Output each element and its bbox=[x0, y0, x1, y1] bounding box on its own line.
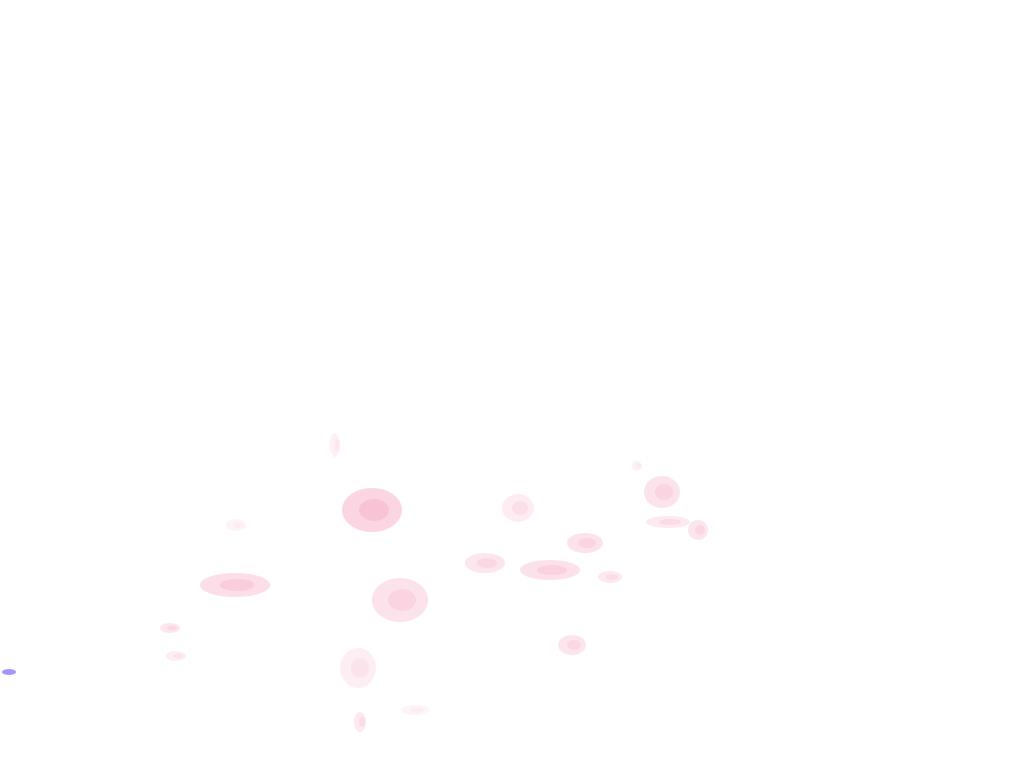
precip-core bbox=[351, 658, 369, 678]
precip-cell bbox=[342, 488, 402, 532]
precip-cell bbox=[567, 533, 603, 553]
precip-core bbox=[359, 499, 389, 521]
precip-cell bbox=[330, 433, 340, 457]
precip-cell bbox=[340, 648, 376, 688]
precip-core bbox=[659, 519, 681, 525]
precip-cell bbox=[354, 712, 366, 732]
precip-core bbox=[219, 579, 255, 591]
precip-cell bbox=[646, 516, 690, 528]
precip-cell bbox=[632, 461, 642, 471]
precip-cell bbox=[465, 553, 505, 573]
precipitation-cells bbox=[2, 433, 708, 732]
precip-cell bbox=[644, 476, 680, 508]
precip-core bbox=[167, 625, 177, 631]
precip-core bbox=[512, 501, 528, 515]
precip-core bbox=[233, 522, 243, 528]
precip-cell bbox=[520, 560, 580, 580]
precip-cell bbox=[200, 573, 270, 597]
precip-cell bbox=[502, 494, 534, 522]
precip-core bbox=[606, 574, 618, 580]
precip-cell bbox=[226, 519, 246, 531]
precip-core bbox=[695, 525, 705, 535]
precip-core bbox=[537, 565, 567, 575]
precip-core bbox=[334, 439, 340, 451]
precip-cell bbox=[166, 651, 186, 661]
precip-core bbox=[655, 484, 673, 500]
precip-core bbox=[567, 640, 581, 650]
precip-cell bbox=[558, 635, 586, 655]
precip-core bbox=[636, 463, 642, 469]
precip-core bbox=[173, 653, 183, 659]
precip-cell bbox=[372, 578, 428, 622]
precip-core bbox=[578, 538, 596, 548]
precip-core bbox=[359, 717, 365, 727]
precip-core bbox=[410, 707, 424, 713]
precip-cell bbox=[688, 520, 708, 540]
precip-cell-edge bbox=[2, 669, 16, 675]
precip-cell bbox=[401, 705, 429, 715]
precip-cell bbox=[598, 571, 622, 583]
precip-core bbox=[388, 589, 416, 611]
precip-cell bbox=[160, 623, 180, 633]
precip-core bbox=[477, 558, 497, 568]
